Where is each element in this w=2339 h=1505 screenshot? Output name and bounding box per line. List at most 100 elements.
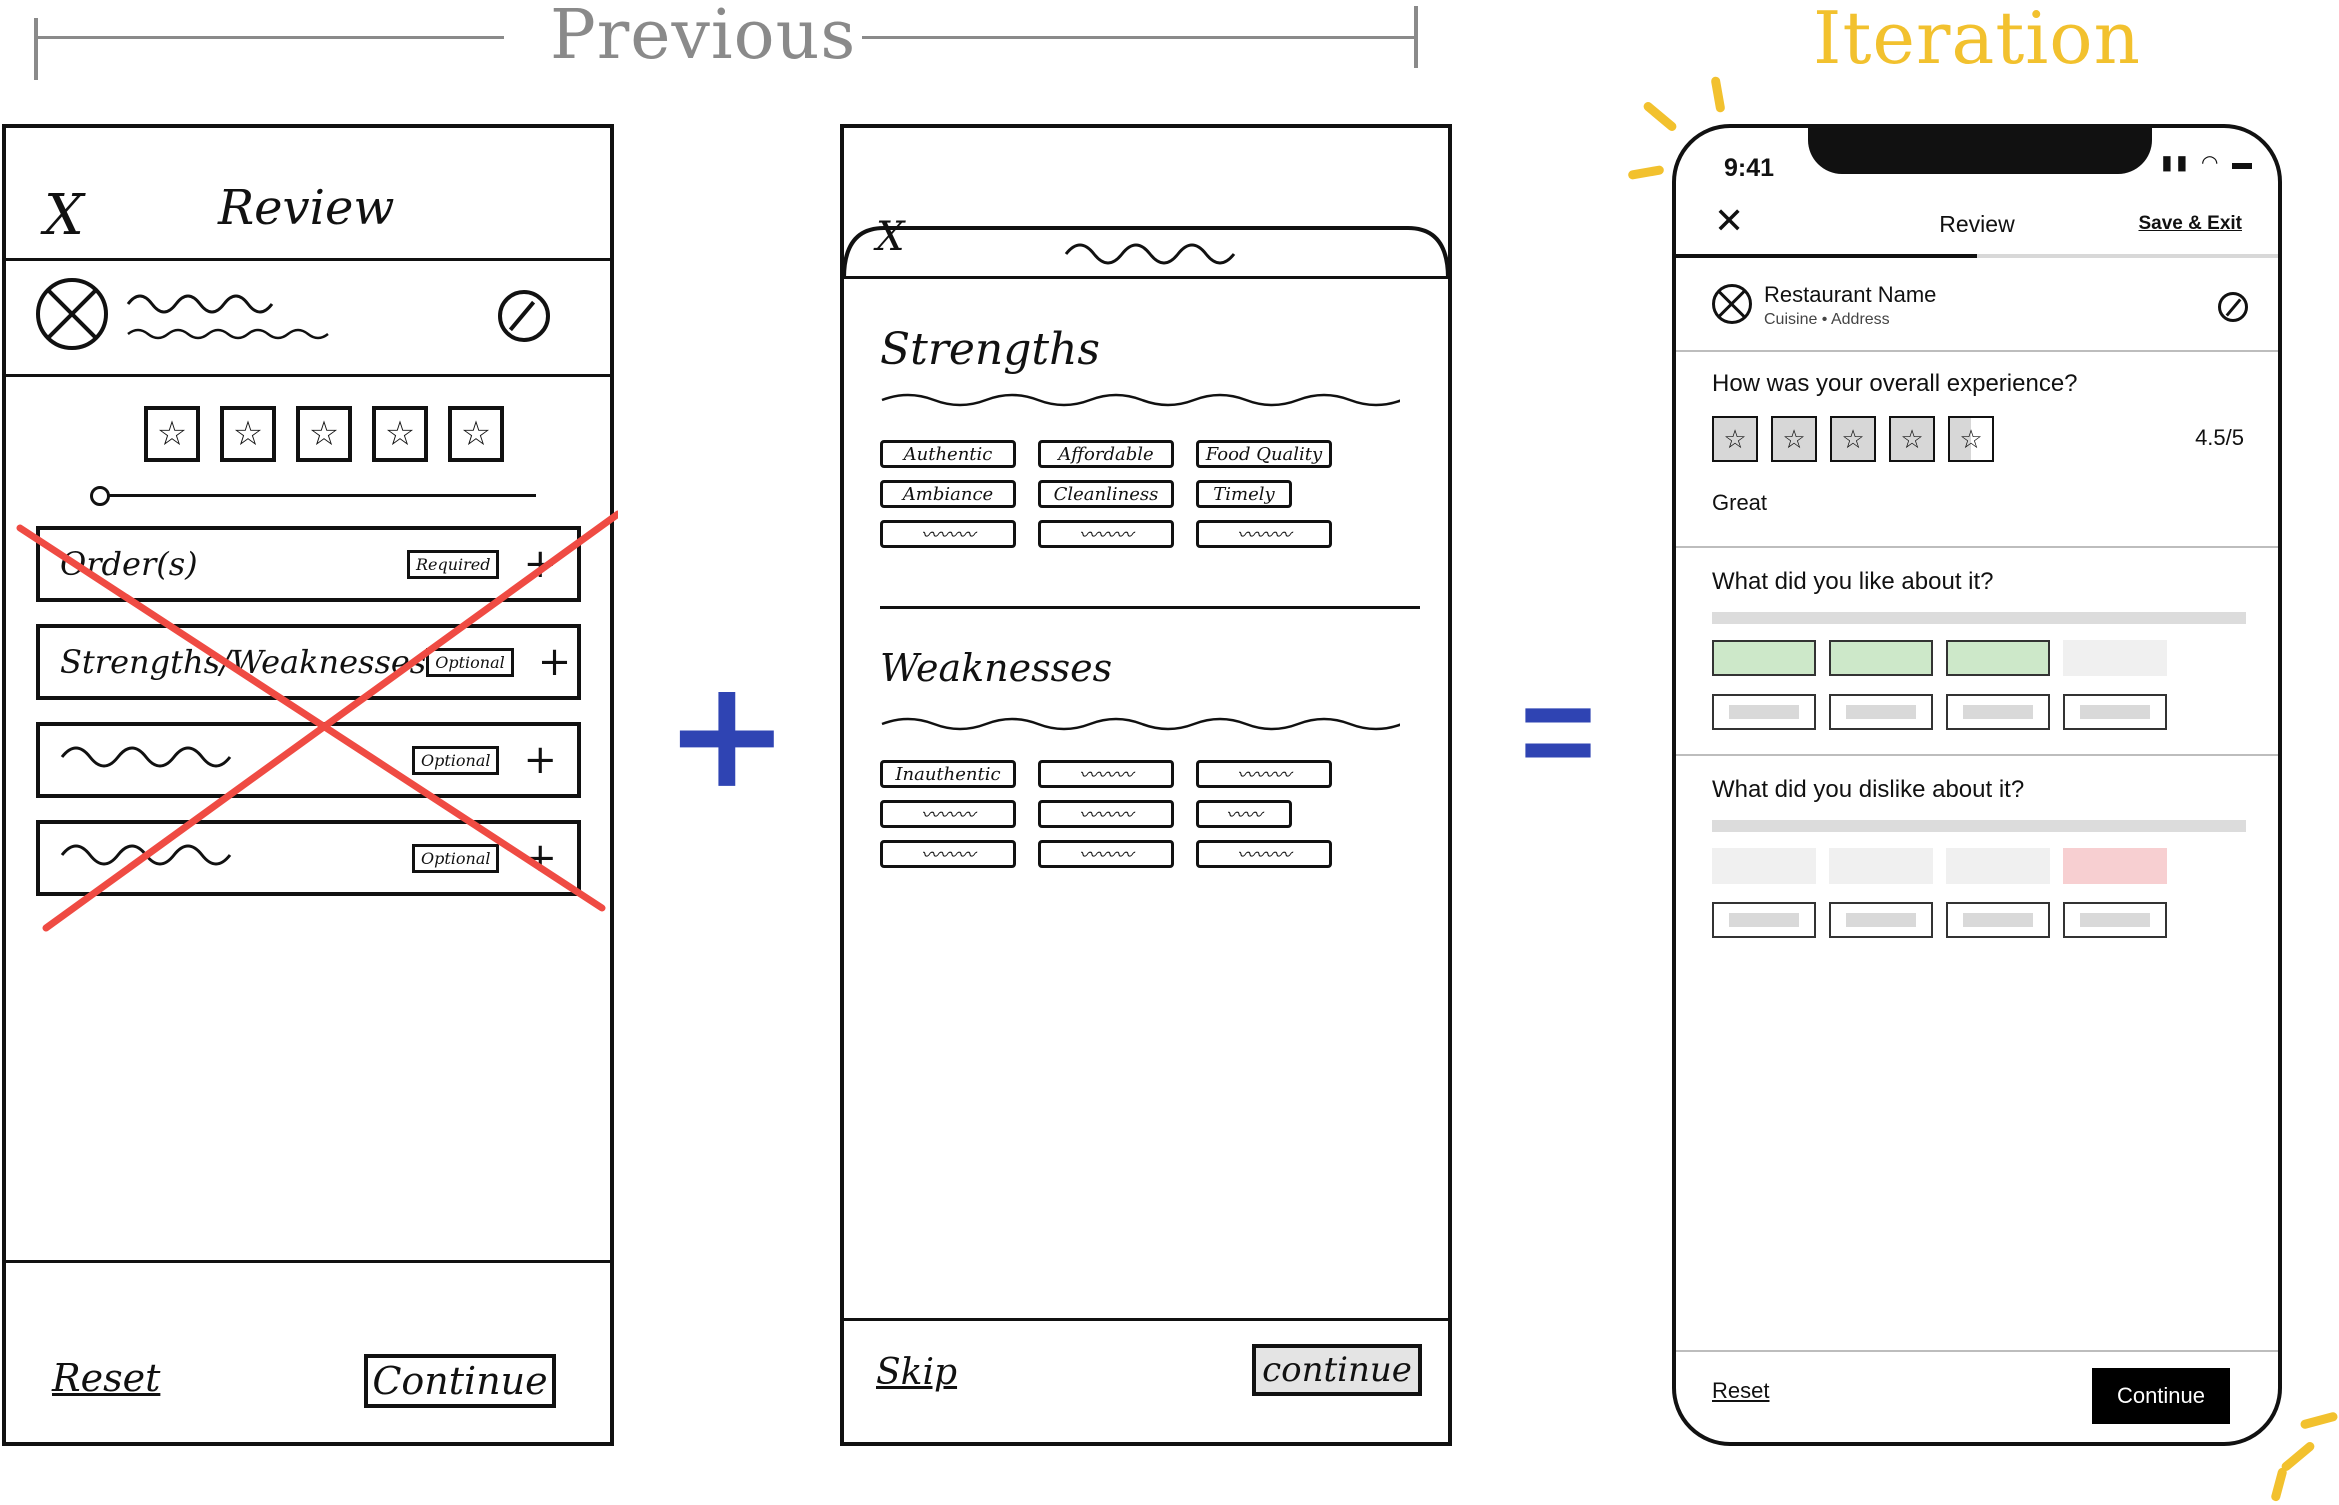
close-icon[interactable]: X [876, 214, 905, 260]
option-chip[interactable] [1946, 694, 2050, 730]
page-title: Review [1939, 211, 2015, 237]
continue-button[interactable]: Continue [2092, 1368, 2230, 1424]
option-chip[interactable] [2063, 694, 2167, 730]
strike-through-cross [16, 510, 618, 932]
optional-tag: Optional [426, 647, 514, 677]
chip-scribble[interactable]: 〰〰〰 [1196, 840, 1332, 868]
star-icon[interactable]: ☆ [1948, 416, 1994, 462]
star-icon[interactable]: ☆ [220, 406, 276, 462]
close-icon[interactable]: ✕ [1714, 200, 1745, 241]
star-icon[interactable]: ☆ [372, 406, 428, 462]
restaurant-meta: Cuisine • Address [1764, 311, 1890, 328]
phone-notch [1808, 128, 2152, 174]
chip-scribble[interactable]: 〰〰 [1196, 800, 1292, 828]
edit-icon[interactable] [498, 290, 550, 342]
star-icon[interactable]: ☆ [448, 406, 504, 462]
section-row-orders[interactable]: Order(s) Required + [36, 526, 581, 602]
progress-fill [1676, 254, 1977, 258]
like-chip-selected[interactable] [1712, 640, 1816, 676]
dislike-chip-selected[interactable] [2063, 848, 2167, 884]
chip[interactable]: Ambiance [880, 480, 1016, 508]
plus-icon[interactable]: + [537, 639, 572, 685]
star-rating[interactable]: ☆ ☆ ☆ ☆ ☆ [1712, 416, 1994, 462]
footer-divider [1676, 1350, 2278, 1352]
dislike-chip[interactable] [1946, 848, 2050, 884]
sparkle-ray [1627, 164, 1665, 181]
star-icon[interactable]: ☆ [1712, 416, 1758, 462]
star-icon[interactable]: ☆ [1889, 416, 1935, 462]
sheet-top-edge [844, 226, 1448, 279]
like-chip[interactable] [2063, 640, 2167, 676]
chip-scribble[interactable]: 〰〰〰 [880, 800, 1016, 828]
wireframe-review-previous: X Review ☆ ☆ ☆ ☆ ☆ Order(s) Required + S… [2, 124, 618, 1446]
question-like: What did you like about it? [1712, 568, 1994, 595]
header-divider [844, 276, 1448, 279]
chip[interactable]: Cleanliness [1038, 480, 1174, 508]
reset-link[interactable]: Reset [1712, 1378, 1770, 1403]
edit-icon[interactable] [2218, 292, 2248, 322]
sparkle-ray [2299, 1411, 2339, 1430]
previous-heading: Previous [550, 0, 857, 75]
section-divider [880, 606, 1420, 609]
dislike-chip[interactable] [1829, 848, 1933, 884]
chip[interactable]: Inauthentic [880, 760, 1016, 788]
option-chip[interactable] [1829, 694, 1933, 730]
star-icon[interactable]: ☆ [1771, 416, 1817, 462]
chip[interactable]: Timely [1196, 480, 1292, 508]
strengths-chips: Authentic Affordable Food Quality Ambian… [880, 440, 1332, 548]
sparkle-ray [1710, 75, 1726, 114]
sparkle-ray [2279, 1440, 2317, 1473]
option-chip[interactable] [2063, 902, 2167, 938]
chip[interactable]: Authentic [880, 440, 1016, 468]
restaurant-icon [1712, 284, 1752, 324]
chip-scribble[interactable]: 〰〰〰 [1038, 800, 1174, 828]
divider [1676, 350, 2278, 352]
section-row-strengths-weaknesses[interactable]: Strengths/Weaknesses Optional + [36, 624, 581, 700]
dislike-chip[interactable] [1712, 848, 1816, 884]
skip-link[interactable]: Skip [876, 1352, 958, 1393]
chip-scribble[interactable]: 〰〰〰 [1038, 760, 1174, 788]
plus-operator: + [664, 646, 790, 822]
sparkle-ray [1641, 100, 1679, 133]
option-chip[interactable] [1712, 902, 1816, 938]
rating-slider[interactable] [96, 494, 536, 497]
chip-scribble[interactable]: 〰〰〰 [1196, 760, 1332, 788]
section-row[interactable]: Optional + [36, 722, 581, 798]
divider [6, 258, 610, 261]
reset-link[interactable]: Reset [52, 1356, 161, 1400]
chip-scribble[interactable]: 〰〰〰 [1196, 520, 1332, 548]
option-chip[interactable] [1946, 902, 2050, 938]
like-chip-selected[interactable] [1829, 640, 1933, 676]
row-label: Order(s) [60, 545, 198, 583]
like-chip-selected[interactable] [1946, 640, 2050, 676]
chip-scribble[interactable]: 〰〰〰 [1038, 520, 1174, 548]
chip-scribble[interactable]: 〰〰〰 [880, 520, 1016, 548]
option-chip[interactable] [1712, 694, 1816, 730]
wireframe-strengths-weaknesses: X Strengths Authentic Affordable Food Qu… [840, 124, 1452, 1446]
optional-tag: Optional [411, 843, 500, 873]
required-tag: Required [406, 549, 500, 579]
chip[interactable]: Affordable [1038, 440, 1174, 468]
option-chip[interactable] [1829, 902, 1933, 938]
subtitle-scribble [881, 393, 1400, 407]
chip-scribble[interactable]: 〰〰〰 [880, 840, 1016, 868]
continue-button[interactable]: Continue [364, 1354, 556, 1408]
star-icon[interactable]: ☆ [144, 406, 200, 462]
star-icon[interactable]: ☆ [1830, 416, 1876, 462]
like-options-outline [1712, 694, 2167, 730]
slider-handle[interactable] [90, 486, 110, 506]
star-icon[interactable]: ☆ [296, 406, 352, 462]
phone-mockup: 9:41 ▮▮ ◠ ▬ ✕ Review Save & Exit Restaur… [1672, 124, 2282, 1446]
subtitle-scribble [881, 717, 1400, 731]
continue-button[interactable]: continue [1252, 1344, 1422, 1396]
chip-scribble[interactable]: 〰〰〰 [1038, 840, 1174, 868]
chip[interactable]: Food Quality [1196, 440, 1332, 468]
save-exit-link[interactable]: Save & Exit [2138, 213, 2243, 234]
close-icon[interactable]: X [44, 183, 84, 248]
plus-icon[interactable]: + [523, 737, 557, 783]
restaurant-name: Restaurant Name [1764, 282, 1937, 307]
title-scribble [1064, 243, 1236, 265]
weaknesses-chips: Inauthentic 〰〰〰 〰〰〰 〰〰〰 〰〰〰 〰〰 〰〰〰 〰〰〰 〰… [880, 760, 1332, 868]
star-rating[interactable]: ☆ ☆ ☆ ☆ ☆ [144, 406, 504, 462]
row-label-scribble [60, 741, 412, 779]
